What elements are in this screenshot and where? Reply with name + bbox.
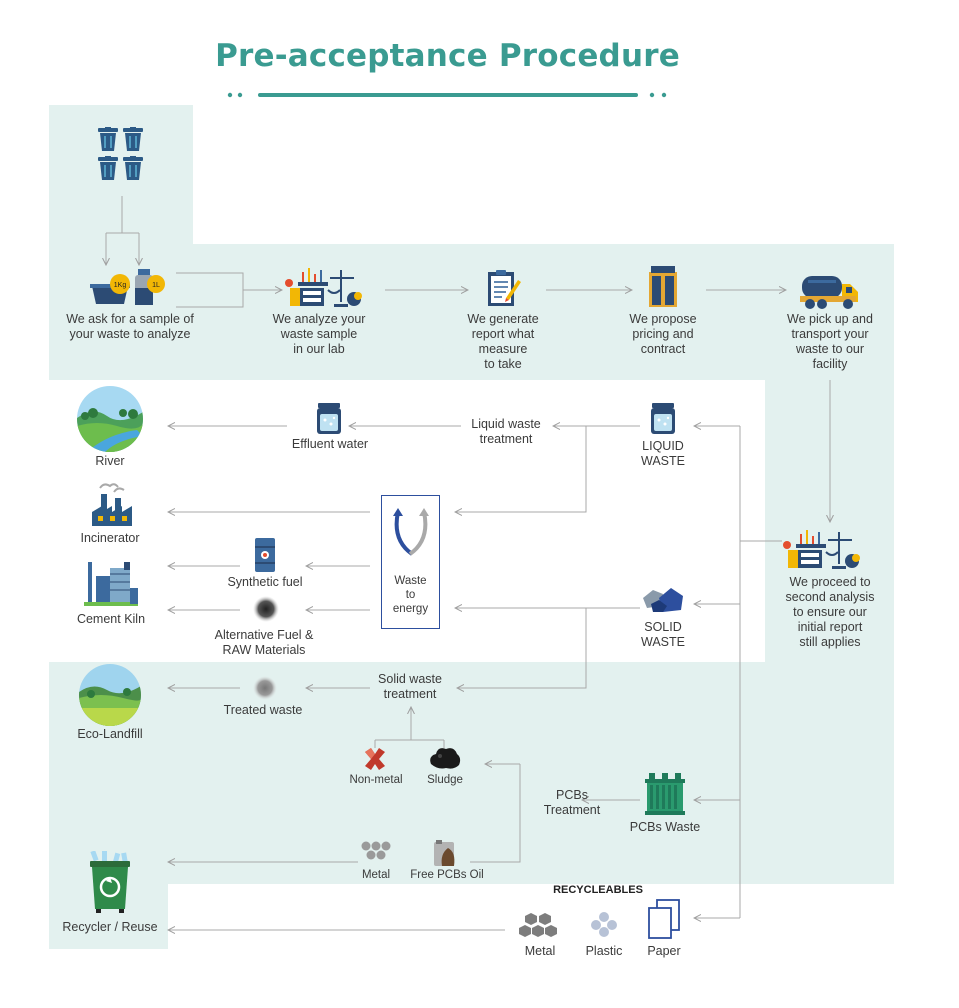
- liquid-waste-label: LIQUID WASTE: [641, 439, 685, 468]
- solid-waste-label: SOLID WASTE: [641, 620, 685, 649]
- landfill-landscape-icon: [79, 664, 141, 726]
- sample-liter-label: 1L: [152, 282, 160, 289]
- clipboard-report-icon: [488, 270, 521, 306]
- metal-hexagons-icon: [519, 913, 557, 937]
- transformer-icon: [645, 773, 685, 815]
- tanker-truck-icon: [800, 276, 858, 309]
- step-report-label: We generate report what measure to take: [467, 312, 539, 371]
- eco-landfill-label: Eco-Landfill: [77, 727, 143, 741]
- recyclables-heading: RECYCLEABLES: [553, 884, 643, 896]
- recycler-label: Recycler / Reuse: [62, 920, 158, 934]
- solid-treatment-label: Solid waste treatment: [378, 672, 442, 701]
- panel-top-process: [49, 244, 894, 380]
- cycle-arrows-icon: [393, 508, 429, 556]
- effluent-water-label: Effluent water: [291, 437, 369, 451]
- plastic-pellets-icon: [591, 912, 617, 937]
- liquid-jar-icon: [317, 403, 341, 434]
- treated-waste-label: Treated waste: [223, 703, 303, 717]
- recyclable-paper-label: Paper: [647, 944, 681, 958]
- treated-waste-particles-icon: [253, 676, 277, 700]
- sludge-icon: [430, 748, 461, 769]
- pcbs-waste-label: PCBs Waste: [629, 820, 701, 834]
- step-second-analysis-label: We proceed to second analysis to ensure …: [785, 575, 875, 649]
- non-metal-label: Non-metal: [349, 774, 403, 786]
- lab-equipment-icon: [783, 530, 860, 569]
- oil-jerrycan-icon: [434, 840, 455, 866]
- river-landscape-icon: [77, 386, 143, 452]
- cement-plant-icon: [84, 562, 138, 606]
- solid-rocks-icon: [643, 588, 683, 612]
- incinerator-label: Incinerator: [80, 531, 140, 545]
- pcbs-metal-label: Metal: [361, 869, 391, 881]
- factory-icon: [92, 483, 132, 526]
- liquid-treatment-label: Liquid waste treatment: [471, 417, 541, 446]
- step-analyze-label: We analyze your waste sample in our lab: [272, 312, 366, 356]
- non-metal-icon: [365, 748, 385, 770]
- recycle-bin-icon: [90, 851, 130, 913]
- step-contract-label: We propose pricing and contract: [629, 312, 697, 356]
- paper-sheets-icon: [648, 899, 680, 939]
- river-label: River: [95, 454, 125, 468]
- free-pcbs-oil-label: Free PCBs Oil: [410, 869, 484, 881]
- liquid-jar-icon: [651, 403, 675, 434]
- fuel-barrel-icon: [255, 538, 275, 572]
- contract-folder-icon: [649, 266, 677, 307]
- alternative-fuel-label: Alternative Fuel & RAW Materials: [214, 628, 314, 657]
- step-request-sample-label: We ask for a sample of your waste to ana…: [66, 312, 194, 341]
- alt-fuel-particles-icon: [253, 596, 279, 622]
- waste-to-energy-box: Waste to energy: [381, 495, 440, 629]
- waste-to-energy-label: Waste to energy: [392, 575, 429, 615]
- lab-equipment-icon: [285, 268, 362, 307]
- recyclable-plastic-label: Plastic: [585, 944, 623, 958]
- pcbs-treatment-label: PCBs Treatment: [543, 788, 601, 817]
- recyclable-metal-label: Metal: [524, 944, 556, 958]
- panel-bottom: [49, 662, 894, 884]
- sample-containers-icon: 1Kg 1L: [90, 269, 165, 305]
- sample-kg-label: 1Kg: [114, 282, 127, 289]
- trash-bins-icon: [98, 127, 143, 180]
- step-transport-label: We pick up and transport your waste to o…: [787, 312, 873, 371]
- cement-kiln-label: Cement Kiln: [76, 612, 146, 626]
- page-title: Pre-acceptance Procedure: [215, 38, 680, 74]
- synthetic-fuel-label: Synthetic fuel: [227, 575, 303, 589]
- metal-balls-icon: [361, 841, 391, 860]
- sludge-label: Sludge: [427, 774, 463, 786]
